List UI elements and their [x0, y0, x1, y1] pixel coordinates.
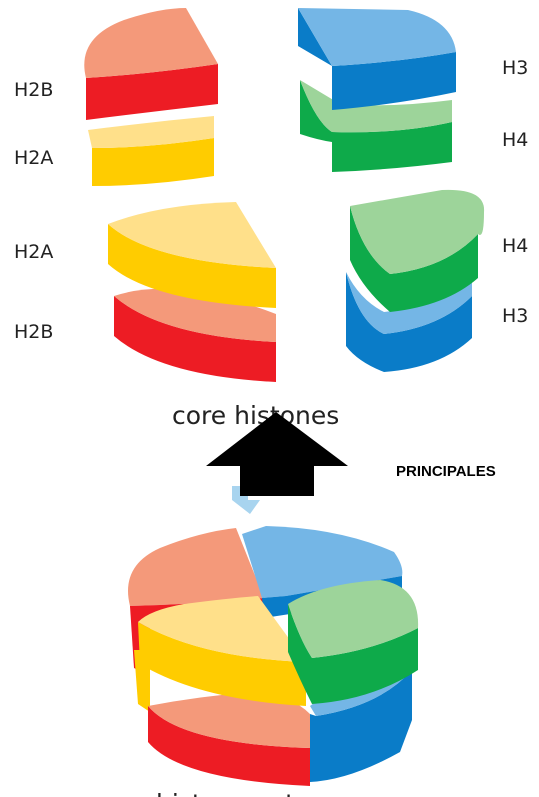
label-h2a-top-left: H2A — [14, 147, 53, 169]
histone-octamer — [128, 526, 419, 786]
label-h3-top-right: H3 — [502, 57, 528, 79]
h2b-h2a-dimer-top-left — [84, 8, 218, 186]
octamer-h4-front — [288, 580, 419, 704]
h3-h4-tetramer-top-right — [298, 8, 456, 172]
principales-label: PRINCIPALES — [396, 463, 496, 480]
h2a-wedge-mid-left — [108, 202, 276, 308]
label-h2b-mid-left: H2B — [14, 321, 53, 343]
arrow-shadow — [232, 486, 260, 514]
label-h3-mid-right: H3 — [502, 305, 528, 327]
label-h2b-top-left: H2B — [14, 79, 53, 101]
h3-wedge-top-right — [298, 8, 456, 110]
h4-h3-tetramer-mid-right — [346, 189, 485, 372]
label-h4-top-right: H4 — [502, 129, 528, 151]
arrow-shape — [206, 412, 348, 496]
h2a-slab-top-left — [88, 116, 214, 186]
h4-slab-top-right — [300, 80, 452, 172]
label-h2a-mid-left: H2A — [14, 241, 53, 263]
h4-wedge-mid-right — [350, 189, 485, 312]
h2b-wedge-top-left — [84, 8, 218, 120]
upward-arrow-icon — [206, 412, 348, 514]
caption-core-histones: core histones — [172, 401, 339, 430]
h2a-h2b-dimer-mid-left — [108, 202, 276, 382]
octamer-h2a-front — [138, 596, 306, 706]
octamer-h2b-base — [148, 692, 310, 786]
label-h4-mid-right: H4 — [502, 235, 528, 257]
caption-histone-octamer: histone octamer — [156, 789, 361, 797]
h3-slab-mid-right — [346, 272, 472, 372]
